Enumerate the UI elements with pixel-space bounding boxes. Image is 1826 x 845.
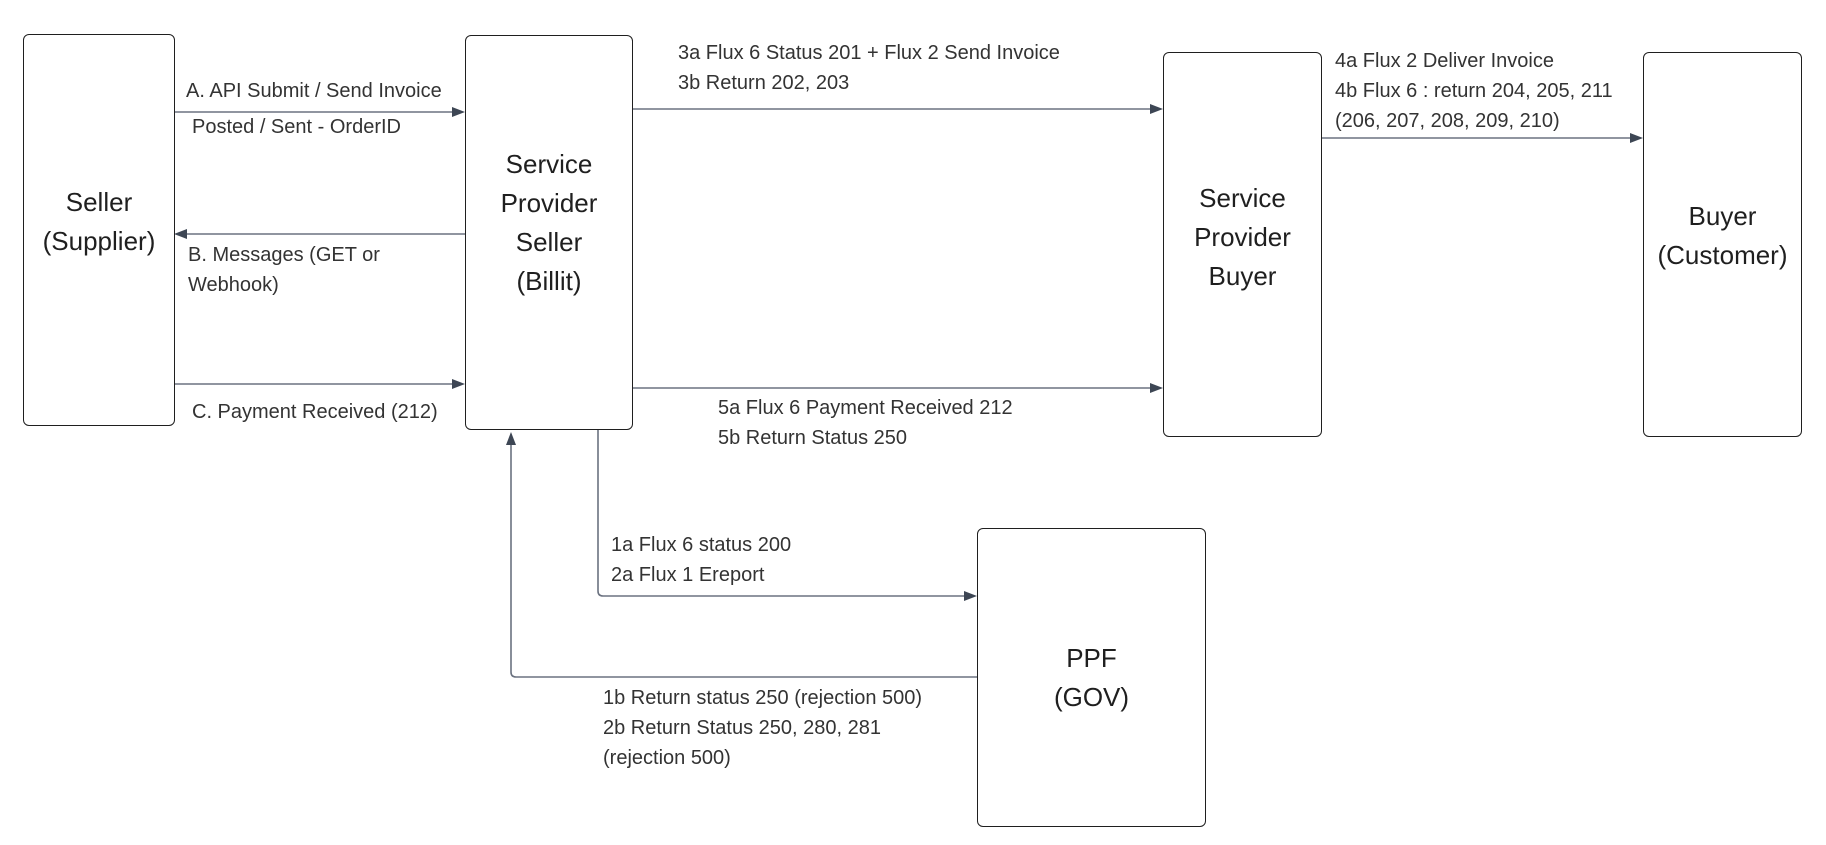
node-buyer-label: Buyer (Customer) xyxy=(1657,197,1787,275)
edge-1b-label-line-1: 1b Return status 250 (rejection 500) xyxy=(603,687,923,709)
edge-1b-arrowhead xyxy=(506,432,516,445)
edge-b-arrowhead xyxy=(174,229,187,239)
node-sp-buyer-line-3: Buyer xyxy=(1208,261,1277,291)
edge-b-label: B. Messages (GET or Webhook) xyxy=(188,240,380,300)
edge-b-label-line-2: Webhook) xyxy=(188,274,279,296)
edge-4-arrowhead xyxy=(1630,133,1643,143)
edge-5-label-line-2: 5b Return Status 250 xyxy=(718,427,908,449)
edge-3-label-line-2: 3b Return 202, 203 xyxy=(678,72,850,94)
edge-4-label: 4a Flux 2 Deliver Invoice 4b Flux 6 : re… xyxy=(1335,46,1613,136)
edge-a-sublabel-line-1: Posted / Sent - OrderID xyxy=(192,116,401,138)
edge-3-label: 3a Flux 6 Status 201 + Flux 2 Send Invoi… xyxy=(678,38,1060,98)
edge-3-arrowhead xyxy=(1150,104,1163,114)
node-service-provider-buyer: Service Provider Buyer xyxy=(1163,52,1322,437)
node-service-provider-seller: Service Provider Seller (Billit) xyxy=(465,35,633,430)
edge-5-arrowhead xyxy=(1150,383,1163,393)
edge-a-label-line-1: A. API Submit / Send Invoice xyxy=(186,80,442,102)
edge-5-label: 5a Flux 6 Payment Received 212 5b Return… xyxy=(718,393,1013,453)
edge-1b-line xyxy=(510,442,977,678)
node-buyer-line-2: (Customer) xyxy=(1657,240,1788,270)
node-sp-seller-line-2: Provider xyxy=(500,187,598,218)
edge-4-label-line-3: (206, 207, 208, 209, 210) xyxy=(1335,110,1560,132)
edge-a-arrowhead xyxy=(452,107,465,117)
node-sp-buyer-line-1: Service xyxy=(1199,183,1286,213)
node-seller-label: Seller (Supplier) xyxy=(43,183,156,261)
edge-1a-line xyxy=(597,430,968,597)
node-seller: Seller (Supplier) xyxy=(23,34,175,426)
node-seller-line-2: (Supplier) xyxy=(42,226,156,256)
node-buyer: Buyer (Customer) xyxy=(1643,52,1802,437)
node-sp-seller-line-3: Seller xyxy=(515,226,583,257)
edge-1a-arrowhead xyxy=(964,591,977,601)
edge-1b-label-line-2: 2b Return Status 250, 280, 281 xyxy=(603,717,881,739)
node-ppf-line-2: (GOV) xyxy=(1053,681,1130,712)
edge-c-label: C. Payment Received (212) xyxy=(192,397,438,427)
node-sp-seller-label: Service Provider Seller (Billit) xyxy=(501,145,598,301)
edge-c-label-line-1: C. Payment Received (212) xyxy=(192,401,438,423)
node-ppf-label: PPF (GOV) xyxy=(1054,639,1129,717)
edge-a-sublabel: Posted / Sent - OrderID xyxy=(192,112,401,142)
node-buyer-line-1: Buyer xyxy=(1688,201,1757,231)
edge-1a-label-line-1: 1a Flux 6 status 200 xyxy=(611,534,792,556)
edge-5-label-line-1: 5a Flux 6 Payment Received 212 xyxy=(718,397,1013,419)
node-sp-seller-line-1: Service xyxy=(505,148,593,179)
node-seller-line-1: Seller xyxy=(65,187,133,217)
edge-4-label-line-2: 4b Flux 6 : return 204, 205, 211 xyxy=(1335,80,1613,102)
edge-1a-label-line-2: 2a Flux 1 Ereport xyxy=(611,564,765,586)
node-sp-seller-line-4: (Billit) xyxy=(516,265,582,296)
node-sp-buyer-label: Service Provider Buyer xyxy=(1194,179,1291,296)
edge-c-arrowhead xyxy=(452,379,465,389)
edge-b-label-line-1: B. Messages (GET or xyxy=(188,244,380,266)
node-ppf: PPF (GOV) xyxy=(977,528,1206,827)
edge-1b-label: 1b Return status 250 (rejection 500) 2b … xyxy=(603,683,922,773)
edge-a-label: A. API Submit / Send Invoice xyxy=(186,76,442,106)
edge-4-label-line-1: 4a Flux 2 Deliver Invoice xyxy=(1335,50,1554,72)
edge-3-label-line-1: 3a Flux 6 Status 201 + Flux 2 Send Invoi… xyxy=(678,42,1060,64)
node-sp-buyer-line-2: Provider xyxy=(1194,222,1291,252)
node-ppf-line-1: PPF xyxy=(1066,642,1117,673)
edge-1a-label: 1a Flux 6 status 200 2a Flux 1 Ereport xyxy=(611,530,791,590)
edge-1b-label-line-3: (rejection 500) xyxy=(603,747,731,769)
